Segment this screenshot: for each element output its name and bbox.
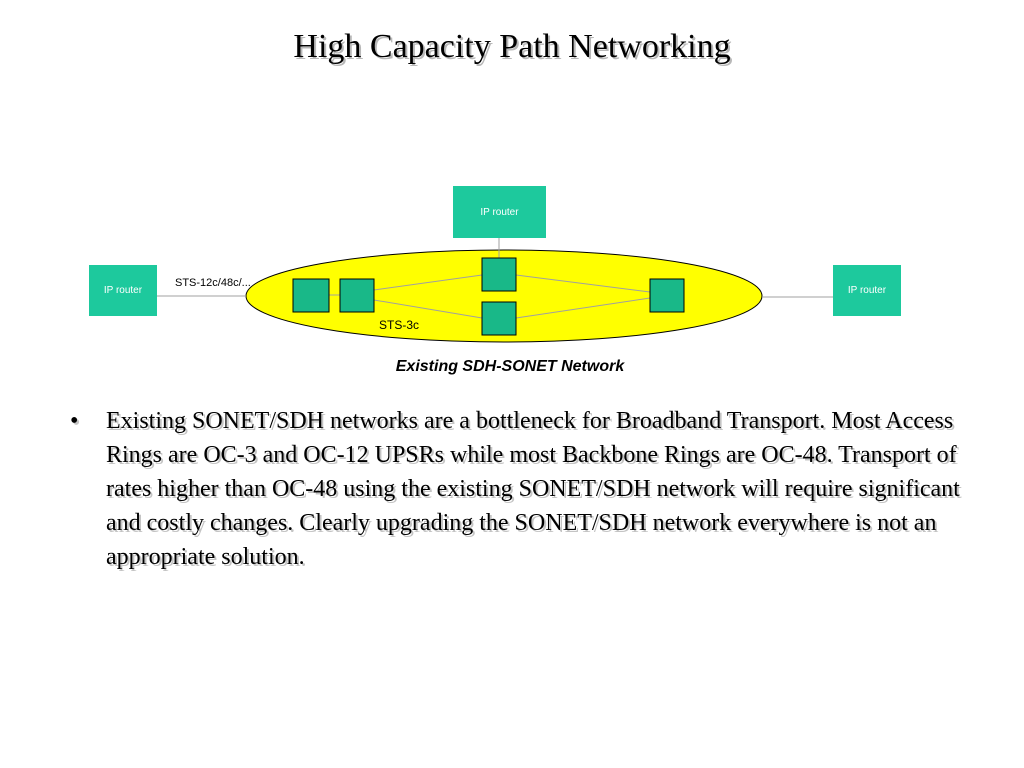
link-bottom-right [515, 297, 651, 319]
sonet-node-right [649, 278, 685, 313]
link-label-sts3c: STS-3c [379, 318, 420, 332]
slide-title: High Capacity Path Networking [293, 28, 731, 65]
bullet-list: • Existing SONET/SDH networks are a bott… [70, 404, 970, 574]
bullet-marker: • [70, 408, 79, 434]
link-node-2-top [373, 274, 483, 291]
sonet-node-2 [339, 278, 375, 313]
ip-router-right: IP router [833, 265, 901, 316]
bullet-item: • Existing SONET/SDH networks are a bott… [70, 404, 970, 574]
link-top-right [515, 274, 651, 293]
sonet-node-top [481, 257, 517, 292]
ip-router-right-label: IP router [847, 285, 887, 296]
bullet-text: Existing SONET/SDH networks are a bottle… [106, 408, 960, 570]
sonet-node-bottom [481, 301, 517, 336]
ip-router-left-label: IP router [103, 285, 143, 296]
network-diagram-svg [157, 238, 833, 343]
link-node-2-bottom [373, 299, 483, 319]
ip-router-top: IP router [453, 186, 546, 238]
sonet-node-1 [292, 278, 330, 313]
ip-router-left: IP router [89, 265, 157, 316]
network-diagram: IP router IP router IP router STS-12c/48… [89, 186, 901, 375]
link-label-sts12c: STS-12c/48c/... [175, 277, 251, 289]
diagram-caption: Existing SDH-SONET Network [395, 358, 625, 375]
ip-router-top-label: IP router [480, 207, 519, 218]
